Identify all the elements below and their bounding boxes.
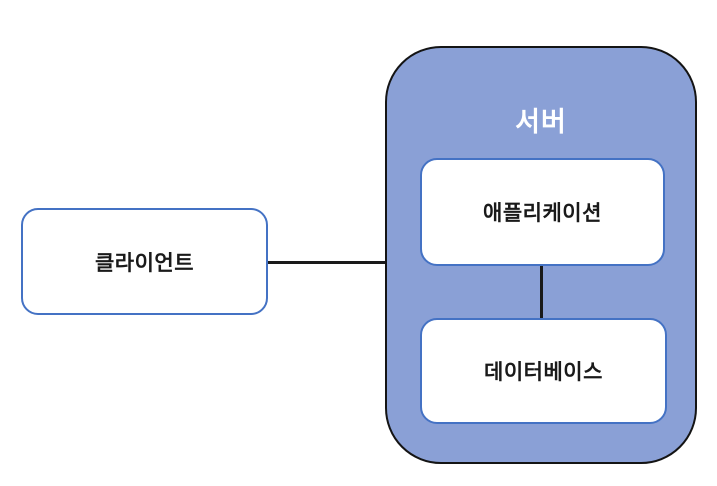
connector-client-server [268, 261, 385, 264]
client-node-label: 클라이언트 [94, 251, 195, 275]
application-node: 애플리케이션 [420, 158, 665, 266]
application-node-label: 애플리케이션 [483, 202, 602, 225]
server-group: 서버 애플리케이션 데이터베이스 [385, 46, 697, 464]
server-group-title: 서버 [515, 107, 567, 137]
database-node: 데이터베이스 [420, 318, 667, 424]
client-node: 클라이언트 [21, 208, 268, 315]
database-node-label: 데이터베이스 [484, 361, 603, 384]
connector-application-database [540, 266, 543, 318]
